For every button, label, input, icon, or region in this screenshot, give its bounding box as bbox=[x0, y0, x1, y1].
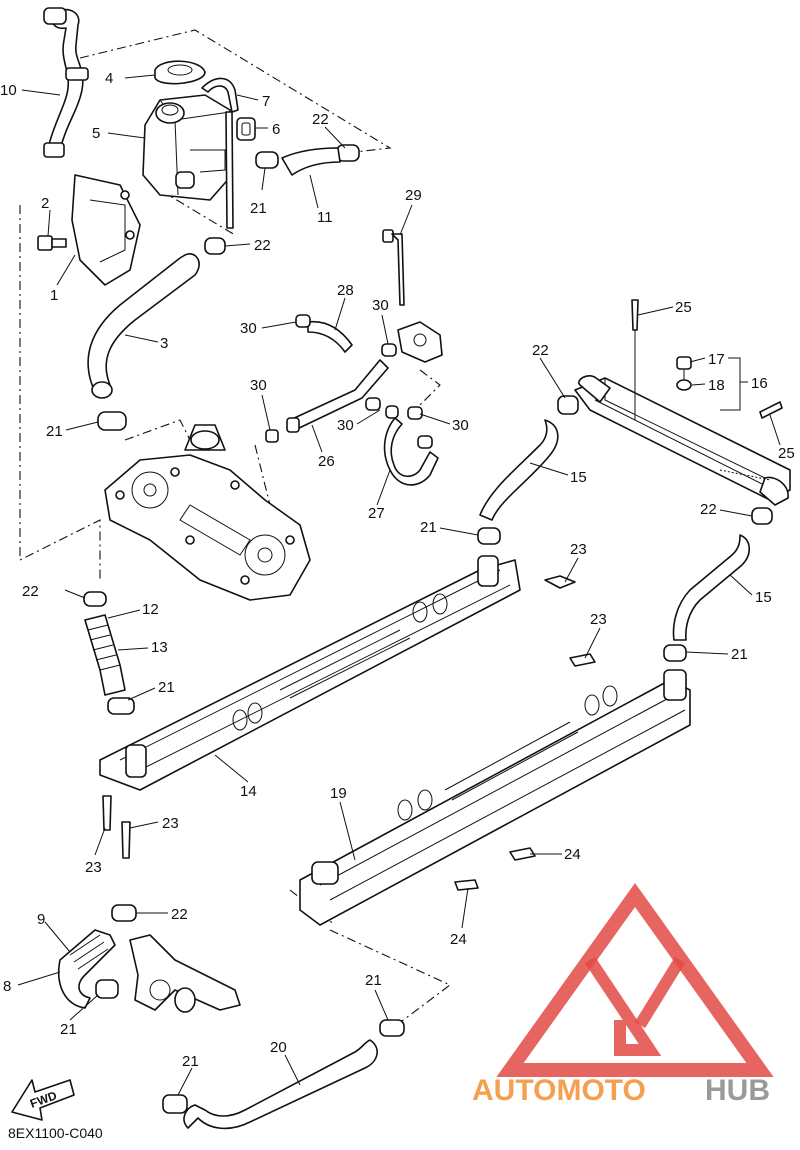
callout-13: 13 bbox=[151, 639, 168, 656]
callout-21g: 21 bbox=[365, 972, 382, 989]
callout-27: 27 bbox=[368, 505, 385, 522]
callout-22f: 22 bbox=[171, 906, 188, 923]
callout-9: 9 bbox=[37, 911, 45, 928]
callout-21h: 21 bbox=[182, 1053, 199, 1070]
callout-7: 7 bbox=[262, 93, 270, 110]
rivets-25 bbox=[631, 299, 783, 420]
callout-21a: 21 bbox=[250, 200, 267, 217]
callout-21b: 21 bbox=[46, 423, 63, 440]
callout-22e: 22 bbox=[22, 583, 39, 600]
callout-labels: 10 4 7 5 6 22 2 21 11 22 1 29 3 28 30 30… bbox=[0, 70, 795, 1070]
callout-10: 10 bbox=[0, 82, 17, 99]
callout-24b: 24 bbox=[450, 931, 467, 948]
thermostat-housing bbox=[381, 321, 443, 363]
callout-2: 2 bbox=[41, 195, 49, 212]
fwd-arrow-icon: FWD bbox=[11, 1079, 75, 1121]
callout-11: 11 bbox=[317, 209, 333, 226]
hose-26 bbox=[286, 359, 389, 433]
callout-17: 17 bbox=[708, 351, 725, 368]
hose-11 bbox=[281, 147, 341, 176]
callout-30d: 30 bbox=[337, 417, 354, 434]
callout-1: 1 bbox=[50, 287, 58, 304]
callout-23a: 23 bbox=[570, 541, 587, 558]
diagram-code: 8EX1100-C040 bbox=[8, 1125, 103, 1141]
callout-25a: 25 bbox=[675, 299, 692, 316]
callout-18: 18 bbox=[708, 377, 725, 394]
callout-5: 5 bbox=[92, 125, 100, 142]
frame-rail-14 bbox=[99, 555, 521, 791]
bolt-2 bbox=[37, 235, 67, 251]
callout-19: 19 bbox=[330, 785, 347, 802]
callout-12: 12 bbox=[142, 601, 159, 618]
hose-28 bbox=[295, 314, 353, 353]
reservoir-tank-5 bbox=[142, 94, 233, 201]
hose-15-upper bbox=[477, 395, 579, 545]
callout-22b: 22 bbox=[254, 237, 271, 254]
watermark-brand-part1: AUTOMOTO bbox=[472, 1074, 646, 1107]
callout-14: 14 bbox=[240, 783, 257, 800]
clip-29 bbox=[382, 229, 405, 306]
callout-22d: 22 bbox=[700, 501, 717, 518]
callout-16: 16 bbox=[751, 375, 768, 392]
callout-4: 4 bbox=[105, 70, 113, 87]
callout-21e: 21 bbox=[731, 646, 748, 663]
hose-3 bbox=[87, 253, 200, 431]
callout-8: 8 bbox=[3, 978, 11, 995]
callout-25b: 25 bbox=[778, 445, 795, 462]
callout-30e: 30 bbox=[452, 417, 469, 434]
callout-23c: 23 bbox=[162, 815, 179, 832]
callout-26: 26 bbox=[318, 453, 335, 470]
callout-6: 6 bbox=[272, 121, 280, 138]
callout-23d: 23 bbox=[85, 859, 102, 876]
rivets-24 bbox=[454, 847, 536, 891]
callout-29: 29 bbox=[405, 187, 422, 204]
callout-23b: 23 bbox=[590, 611, 607, 628]
callout-21c: 21 bbox=[420, 519, 437, 536]
bolts-17-18 bbox=[676, 356, 692, 391]
callout-15b: 15 bbox=[755, 589, 772, 606]
hose-8-9 bbox=[58, 904, 137, 1009]
leader-lines bbox=[17, 74, 781, 1096]
callout-30c: 30 bbox=[250, 377, 267, 394]
bracket-1 bbox=[71, 174, 141, 286]
frame-rail-19 bbox=[299, 669, 691, 926]
gasket-6 bbox=[236, 117, 256, 141]
callout-28: 28 bbox=[337, 282, 354, 299]
watermark-logo: AUTOMOTO HUB bbox=[472, 882, 774, 1107]
water-pump bbox=[129, 934, 241, 1013]
hose-12-13 bbox=[83, 591, 135, 715]
callout-22a: 22 bbox=[312, 111, 329, 128]
callout-3: 3 bbox=[160, 335, 168, 352]
radiator-16 bbox=[574, 375, 791, 506]
rivets-23-left bbox=[102, 575, 596, 859]
callout-20: 20 bbox=[270, 1039, 287, 1056]
clamps-30 bbox=[265, 397, 399, 443]
callout-21d: 21 bbox=[158, 679, 175, 696]
callout-15a: 15 bbox=[570, 469, 587, 486]
upper-hose-10 bbox=[43, 7, 89, 158]
callout-24a: 24 bbox=[564, 846, 581, 863]
cylinder-head bbox=[104, 424, 311, 601]
callout-30b: 30 bbox=[372, 297, 389, 314]
hose-20 bbox=[162, 1019, 405, 1130]
hose-15-lower bbox=[663, 507, 773, 662]
hose-7 bbox=[201, 77, 239, 229]
watermark-brand-part2: HUB bbox=[705, 1074, 770, 1107]
callout-22c: 22 bbox=[532, 342, 549, 359]
callout-30a: 30 bbox=[240, 320, 257, 337]
cap-4 bbox=[154, 60, 206, 85]
callout-21f: 21 bbox=[60, 1021, 77, 1038]
hose-27 bbox=[383, 406, 439, 486]
